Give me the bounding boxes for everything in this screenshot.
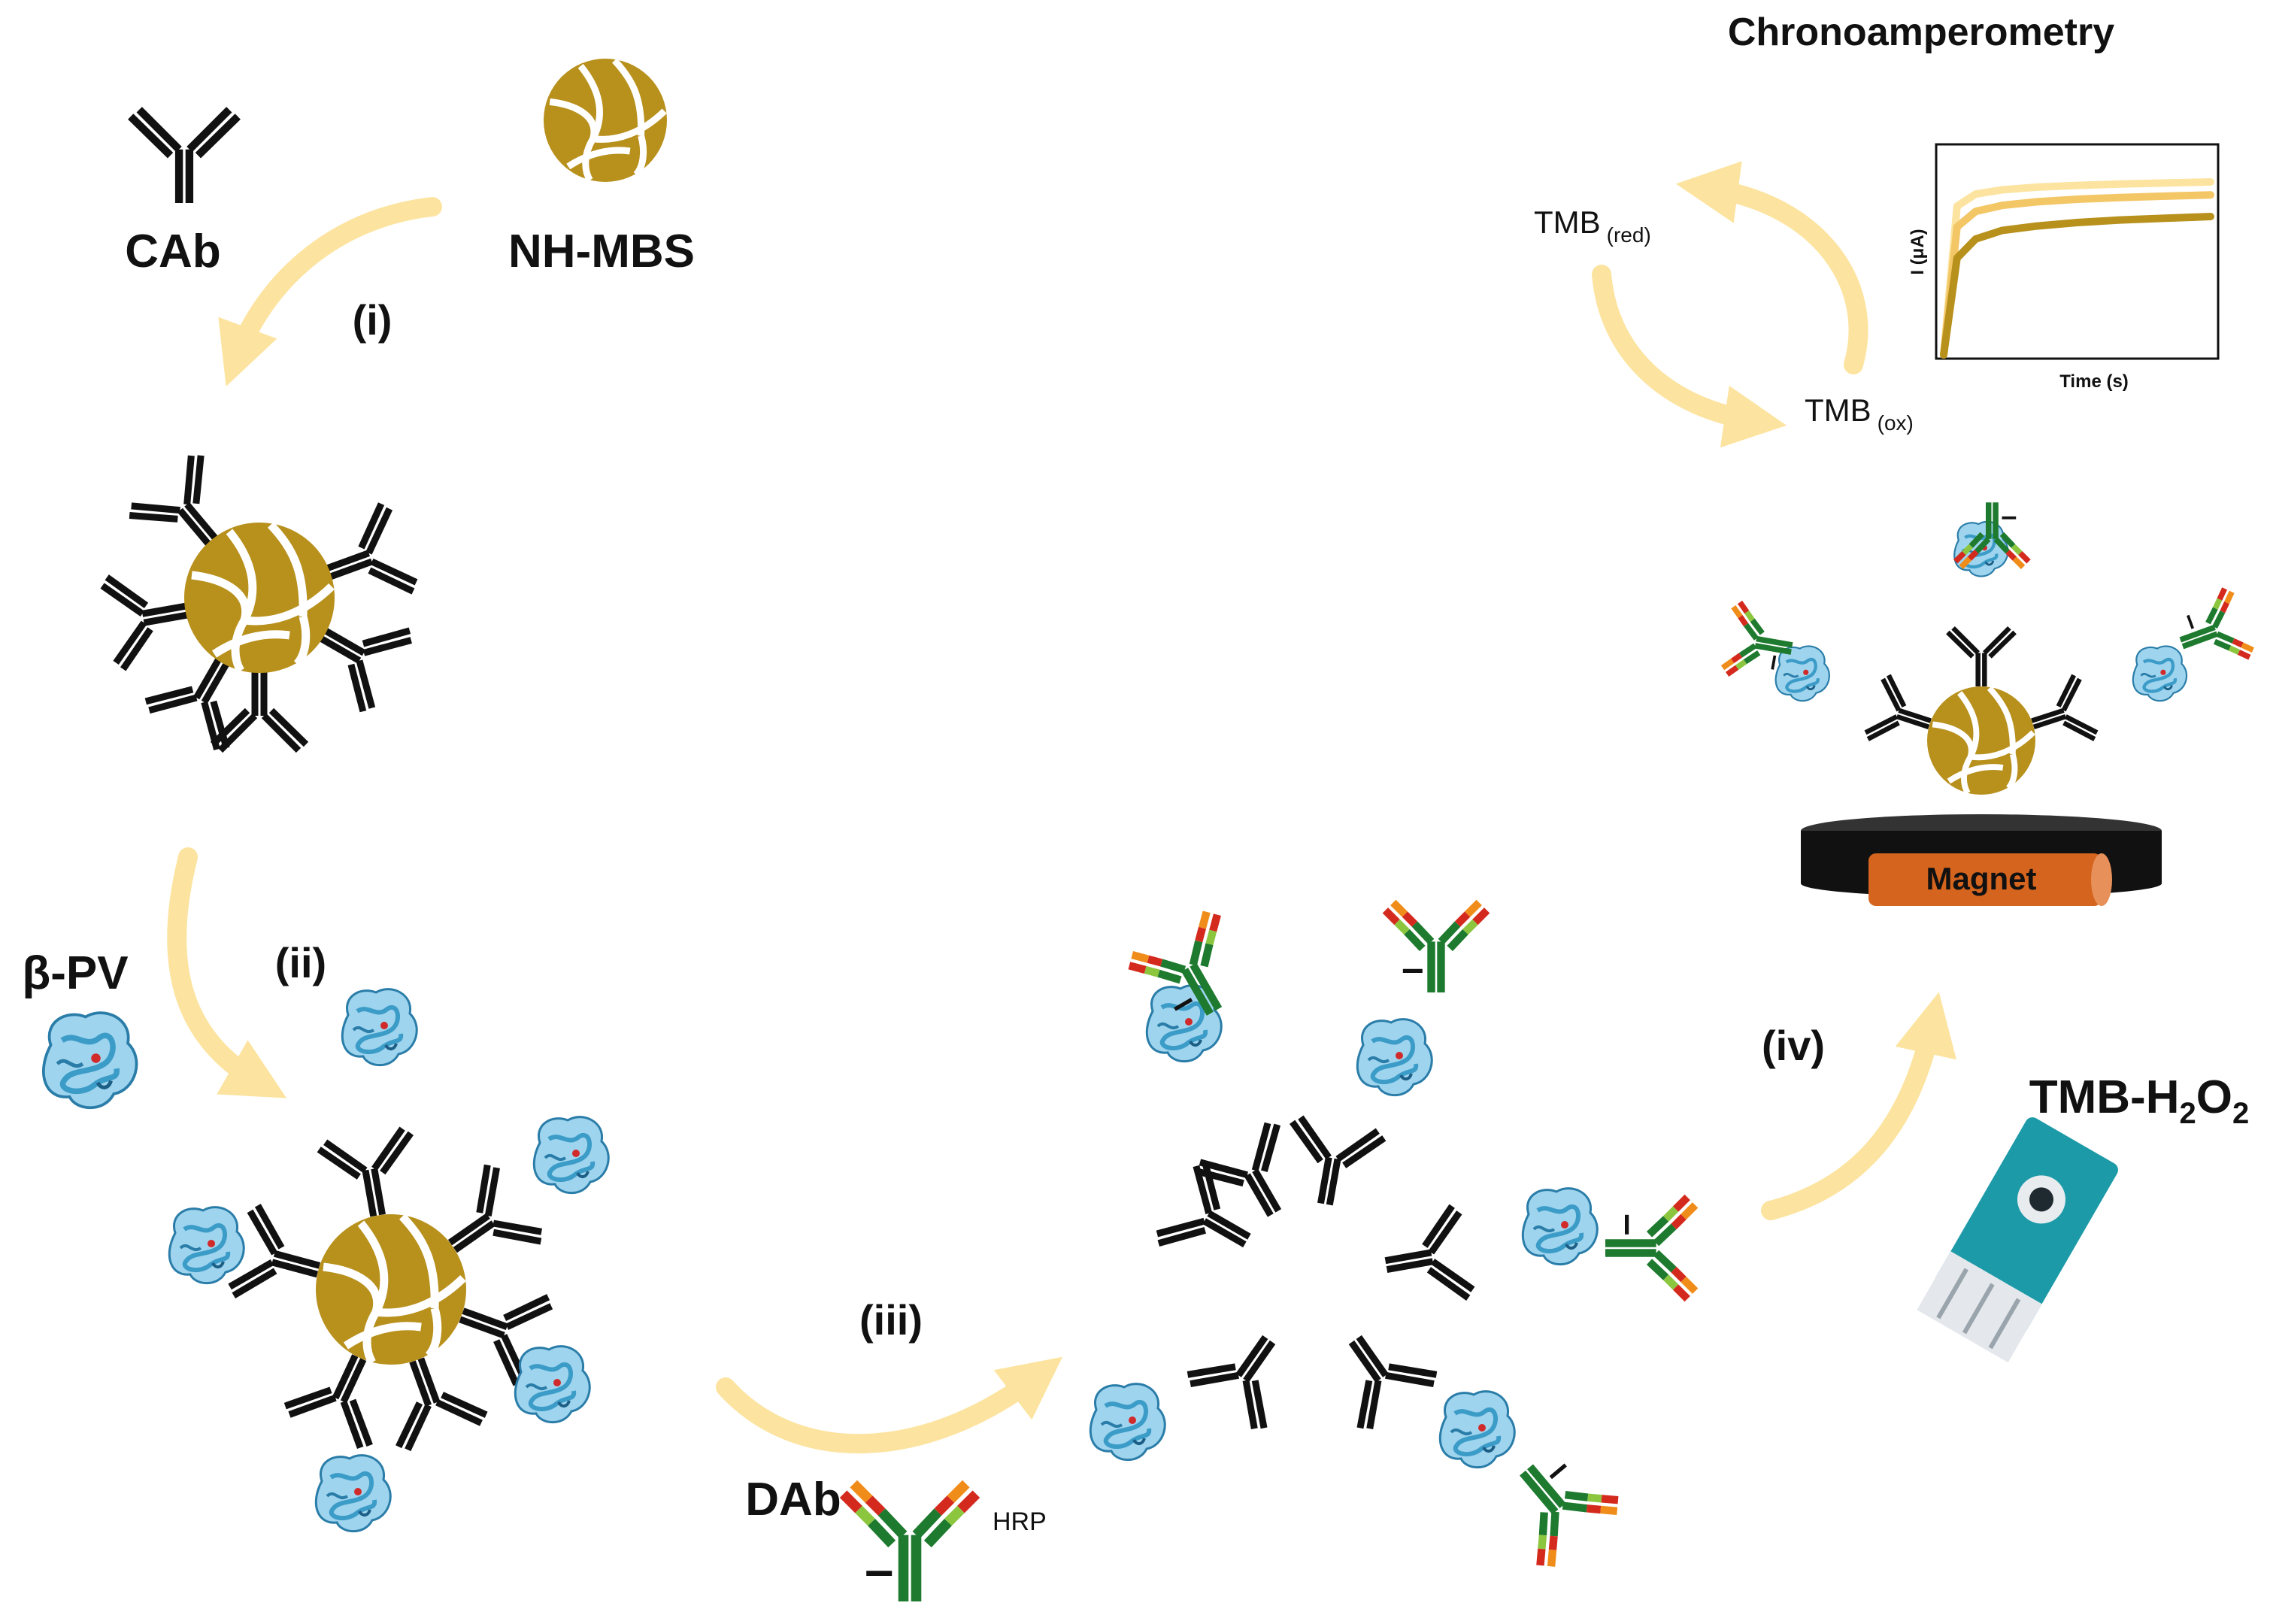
step-i-label: (i)	[353, 296, 392, 344]
plot-frame	[1935, 143, 2220, 360]
step-ii-label: (ii)	[275, 939, 326, 986]
free-protein-antigen	[44, 1013, 137, 1107]
step-iii-label: (iii)	[859, 1296, 923, 1344]
beta-pv-label: β-PV	[22, 947, 128, 999]
cab-label: CAb	[125, 226, 220, 277]
tmb-h2o2-label: TMB-H2O2	[2029, 1071, 2249, 1130]
electrode-strip	[1917, 1117, 2118, 1363]
magnet-label: Magnet	[1926, 861, 2037, 896]
arrow-step-iv	[1761, 992, 1956, 1220]
arrow-step-ii	[167, 847, 287, 1098]
arrow-step-i	[218, 197, 442, 387]
arrow-step-iii	[716, 1356, 1063, 1454]
y-axis-label: I (μA)	[1908, 229, 1928, 274]
chronoamperometry-label: Chronoamperometry	[1728, 11, 2114, 54]
current-curve-1	[1940, 178, 2214, 359]
dab-label: DAb	[745, 1474, 841, 1526]
bead-cab-complex	[101, 451, 419, 753]
tmb-ox-label: TMB(ox)	[1805, 392, 1914, 435]
free-detection-antibody	[844, 1484, 977, 1601]
free-magnetic-bead	[544, 59, 667, 182]
sandwich-complex	[1090, 902, 1695, 1571]
nh-mbs-label: NH-MBS	[508, 226, 695, 277]
free-capture-antibody	[131, 110, 238, 203]
step-iv-label: (iv)	[1762, 1022, 1825, 1069]
chronoamperogram: Time (s) I (μA)	[1908, 143, 2220, 392]
x-axis-label: Time (s)	[2059, 371, 2129, 392]
current-curve-3	[1940, 213, 2214, 359]
magnet-setup	[1801, 814, 2162, 906]
hrp-label-free-dab: HRP	[993, 1507, 1047, 1536]
tmb-red-label: TMB(red)	[1534, 205, 1651, 247]
arrow-oxidation	[1675, 161, 1868, 374]
arrow-reduction	[1592, 265, 1787, 448]
current-curve-2	[1940, 191, 2214, 359]
sandwich-on-magnet	[1722, 502, 2255, 795]
